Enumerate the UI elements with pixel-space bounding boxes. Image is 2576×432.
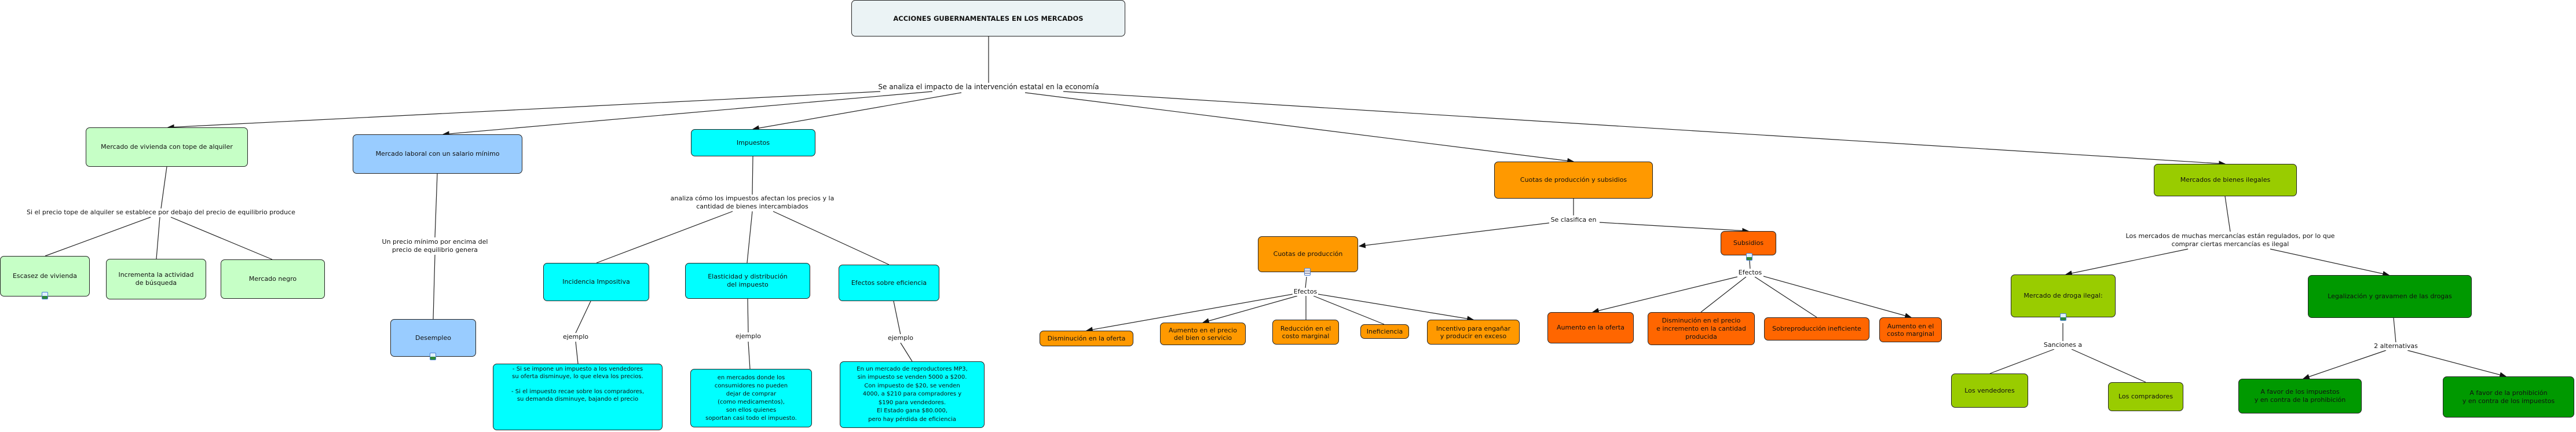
concept-compradores[interactable]: Los compradores bbox=[2108, 382, 2183, 411]
concept-text: Incidencia Impositiva bbox=[562, 278, 630, 285]
concept-text: Aumento en la oferta bbox=[1557, 324, 1624, 331]
concept-favor-prohibicion[interactable]: A favor de la prohibición y en contra de… bbox=[2443, 376, 2574, 418]
concept-text: Escasez de vivienda bbox=[12, 272, 78, 280]
effect-reduccion-costo[interactable]: Reducción en el costo marginal bbox=[1272, 320, 1339, 345]
concept-text: Ineficiencia bbox=[1366, 327, 1403, 335]
link-label-clasifica: Se clasifica en bbox=[1549, 216, 1598, 224]
root-concept[interactable]: ACCIONES GUBERNAMENTALES EN LOS MERCADOS bbox=[851, 0, 1125, 36]
image-icon[interactable] bbox=[42, 292, 48, 299]
concept-text: Mercado de vivienda con tope de alquiler bbox=[101, 143, 233, 151]
concept-favor-impuestos[interactable]: A favor de los impuestos y en contra de … bbox=[2238, 379, 2362, 413]
link-label-impuestos: analiza cómo los impuestos afectan los p… bbox=[669, 195, 836, 211]
example-incidencia[interactable]: - Si se impone un impuesto a los vendedo… bbox=[493, 364, 663, 430]
effect-aumento-oferta[interactable]: Aumento en la oferta bbox=[1547, 312, 1634, 343]
concept-text: Incrementa la actividad de búsqueda bbox=[118, 271, 194, 287]
concept-text: Los vendedores bbox=[1964, 386, 2015, 394]
concept-text: Subsidios bbox=[1733, 239, 1764, 247]
concept-impuestos[interactable]: Impuestos bbox=[691, 129, 815, 156]
concept-text: Reducción en el costo marginal bbox=[1280, 324, 1331, 340]
concept-cuotas-produccion[interactable]: Cuotas de producción bbox=[1258, 236, 1358, 272]
concept-text: Sobreproducción ineficiente bbox=[1772, 325, 1861, 332]
concept-text: Los compradores bbox=[2118, 393, 2174, 400]
concept-subsidios[interactable]: Subsidios bbox=[1721, 231, 1776, 255]
concept-text: Mercado de droga ilegal: bbox=[2024, 292, 2103, 299]
concept-text: Aumento en el costo marginal bbox=[1887, 322, 1934, 338]
concept-vivienda[interactable]: Mercado de vivienda con tope de alquiler bbox=[86, 127, 248, 167]
concept-text: en mercados donde los consumidores no pu… bbox=[705, 374, 797, 422]
concept-busqueda[interactable]: Incrementa la actividad de búsqueda bbox=[106, 259, 206, 299]
effect-aumento-costo[interactable]: Aumento en el costo marginal bbox=[1879, 317, 1942, 342]
concept-text: Disminución en la oferta bbox=[1047, 334, 1126, 342]
effect-ineficiencia[interactable]: Ineficiencia bbox=[1360, 324, 1409, 339]
example-eficiencia[interactable]: En un mercado de reproductores MP3, sin … bbox=[840, 361, 985, 428]
link-label-laboral: Un precio mínimo por encima del precio d… bbox=[380, 238, 489, 254]
concept-text: Disminución en el precio e incremento en… bbox=[1656, 316, 1746, 341]
concept-text: Desempleo bbox=[415, 334, 451, 342]
concept-text: Efectos sobre eficiencia bbox=[851, 279, 927, 287]
link-label-sanciones: Sanciones a bbox=[2042, 341, 2084, 349]
image-icon[interactable] bbox=[430, 353, 436, 360]
image-icon[interactable] bbox=[1746, 253, 1752, 261]
effect-aumento-precio[interactable]: Aumento en el precio del bien o servicio bbox=[1160, 323, 1246, 345]
document-icon[interactable] bbox=[1304, 268, 1311, 276]
effect-disminucion-precio[interactable]: Disminución en el precio e incremento en… bbox=[1648, 312, 1755, 345]
concept-text: Mercado laboral con un salario mínimo bbox=[375, 150, 500, 158]
concept-mercado-negro[interactable]: Mercado negro bbox=[221, 259, 325, 299]
effect-disminucion-oferta[interactable]: Disminución en la oferta bbox=[1040, 331, 1133, 346]
image-icon[interactable] bbox=[2060, 313, 2066, 321]
concept-cuotas-subsidios[interactable]: Cuotas de producción y subsidios bbox=[1494, 162, 1653, 199]
effect-sobreproduccion[interactable]: Sobreproducción ineficiente bbox=[1764, 317, 1869, 341]
link-label-ejemplo-2: ejemplo bbox=[734, 332, 763, 341]
concept-legalizacion[interactable]: Legalización y gravamen de las drogas bbox=[2308, 275, 2472, 318]
concept-bienes-ilegales[interactable]: Mercados de bienes ilegales bbox=[2154, 164, 2297, 196]
link-label-ejemplo-1: ejemplo bbox=[561, 333, 590, 341]
link-label-main: Se analiza el impacto de la intervención… bbox=[877, 83, 1100, 91]
example-elasticidad[interactable]: en mercados donde los consumidores no pu… bbox=[690, 369, 812, 427]
effect-incentivo[interactable]: Incentivo para engañar y producir en exc… bbox=[1427, 320, 1520, 345]
link-label-efectos-cuotas: Efectos bbox=[1292, 288, 1319, 296]
link-label-efectos-subsidios: Efectos bbox=[1737, 269, 1763, 277]
concept-text: Mercado negro bbox=[248, 275, 297, 283]
link-label-alternativas: 2 alternativas bbox=[2373, 342, 2419, 350]
concept-text: Cuotas de producción bbox=[1273, 250, 1343, 258]
concept-text: A favor de la prohibición y en contra de… bbox=[2462, 389, 2555, 405]
concept-droga-ilegal[interactable]: Mercado de droga ilegal: bbox=[2011, 274, 2116, 317]
concept-text: Mercados de bienes ilegales bbox=[2180, 176, 2271, 184]
concept-text: Legalización y gravamen de las drogas bbox=[2328, 292, 2452, 300]
link-label-ilegales: Los mercados de muchas mercancías están … bbox=[2124, 232, 2336, 248]
link-label-vivienda: Si el precio tope de alquiler se estable… bbox=[25, 208, 297, 217]
concept-text: En un mercado de reproductores MP3, sin … bbox=[857, 365, 968, 423]
concept-text: Incentivo para engañar y producir en exc… bbox=[1436, 324, 1511, 340]
concept-laboral[interactable]: Mercado laboral con un salario mínimo bbox=[353, 134, 522, 174]
concept-escasez[interactable]: Escasez de vivienda bbox=[0, 256, 90, 296]
concept-incidencia[interactable]: Incidencia Impositiva bbox=[543, 263, 649, 301]
concept-text: Impuestos bbox=[736, 138, 770, 147]
concept-eficiencia[interactable]: Efectos sobre eficiencia bbox=[839, 265, 939, 301]
concept-text: - Si se impone un impuesto a los vendedo… bbox=[511, 366, 644, 402]
concept-text: A favor de los impuestos y en contra de … bbox=[2254, 388, 2346, 404]
concept-text: Elasticidad y distribución del impuesto bbox=[708, 273, 788, 288]
concept-elasticidad[interactable]: Elasticidad y distribución del impuesto bbox=[685, 263, 810, 299]
concept-text: Aumento en el precio del bien o servicio bbox=[1169, 326, 1237, 342]
concept-text: Cuotas de producción y subsidios bbox=[1520, 176, 1627, 184]
root-title: ACCIONES GUBERNAMENTALES EN LOS MERCADOS bbox=[893, 14, 1084, 23]
link-label-ejemplo-3: ejemplo bbox=[886, 334, 915, 342]
concept-vendedores[interactable]: Los vendedores bbox=[1951, 374, 2028, 408]
concept-desempleo[interactable]: Desempleo bbox=[390, 319, 476, 357]
